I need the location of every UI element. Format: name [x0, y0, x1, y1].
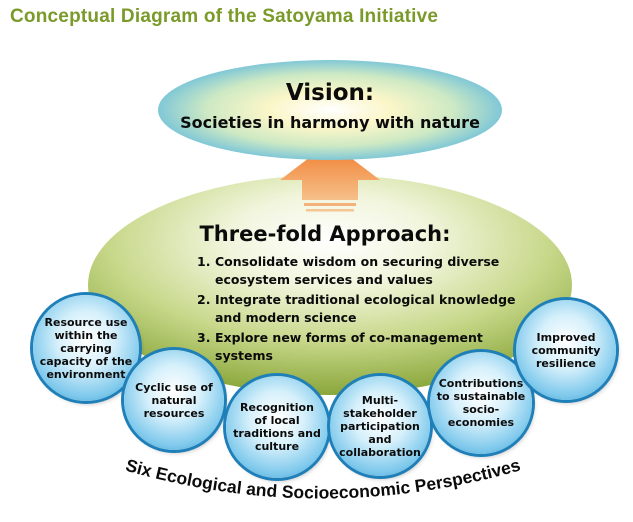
perspective-label: Multi-stakeholder participation and coll…	[339, 393, 421, 459]
approach-item-text: Explore new forms of co-management syste…	[215, 330, 483, 363]
perspective-label: Cyclic use of natural resources	[135, 380, 213, 420]
approach-item-text: Integrate traditional ecological knowled…	[215, 292, 516, 325]
approach-item-number: 1.	[197, 254, 211, 269]
perspective-circle-traditions: Recognition of local traditions and cult…	[226, 376, 328, 478]
perspective-circle-cyclic-use: Cyclic use of natural resources	[124, 350, 224, 450]
perspective-circle-resource-use: Resource use within the carrying capacit…	[33, 295, 139, 401]
approach-item: 2. Integrate traditional ecological know…	[197, 291, 527, 327]
up-arrow	[280, 142, 380, 212]
perspective-label: Contributions to sustainable socio-econo…	[436, 377, 526, 429]
vision-heading: Vision:	[285, 80, 375, 106]
perspectives-arc-text: Six Ecological and Socioeconomic Perspec…	[124, 455, 523, 503]
vision-ellipse	[158, 60, 502, 160]
approach-item-number: 2.	[197, 292, 211, 307]
vision-subtitle: Societies in harmony with nature	[180, 113, 480, 132]
approach-item: 1. Consolidate wisdom on securing divers…	[197, 253, 527, 289]
approach-item-text: Consolidate wisdom on securing diverse e…	[215, 254, 500, 287]
approach-list: 1. Consolidate wisdom on securing divers…	[197, 253, 527, 367]
approach-item: 3. Explore new forms of co-management sy…	[197, 329, 527, 365]
approach-heading: Three-fold Approach:	[199, 222, 451, 246]
perspective-label: Recognition of local traditions and cult…	[233, 401, 321, 453]
perspective-circle-socio-economies: Contributions to sustainable socio-econo…	[430, 352, 532, 454]
approach-ellipse	[88, 175, 572, 395]
perspective-circle-resilience: Improved community resilience	[516, 300, 616, 400]
page-title: Conceptual Diagram of the Satoyama Initi…	[10, 6, 439, 27]
approach-item-number: 3.	[197, 330, 211, 345]
perspective-label: Resource use within the carrying capacit…	[39, 315, 133, 381]
perspectives-arc-label: Six Ecological and Socioeconomic Perspec…	[124, 455, 523, 503]
perspective-circle-stakeholders: Multi-stakeholder participation and coll…	[330, 376, 430, 476]
perspective-label: Improved community resilience	[531, 330, 601, 370]
